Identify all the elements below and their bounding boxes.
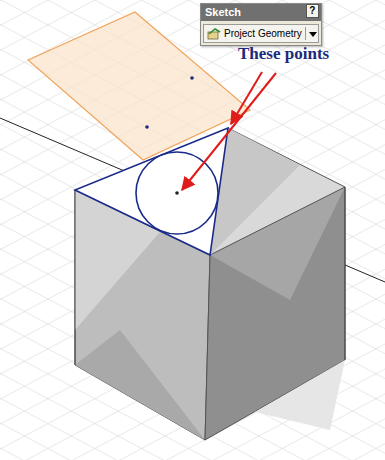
toolbar-panel: SketchProject Geometry bbox=[200, 3, 322, 46]
callout-text: These points bbox=[238, 44, 329, 64]
toolbar-title: Sketch bbox=[201, 4, 321, 21]
dropdown-arrow bbox=[309, 32, 317, 38]
help-icon: ? bbox=[306, 4, 319, 18]
toolbar-button: Project Geometry bbox=[203, 24, 319, 43]
sketch-triangle bbox=[75, 128, 228, 255]
cube-top-face bbox=[210, 128, 345, 255]
cube-cut bbox=[255, 360, 345, 430]
center-point bbox=[175, 191, 179, 195]
cube-cut bbox=[75, 330, 205, 440]
cube-edge bbox=[345, 187, 346, 360]
cube-edge bbox=[75, 190, 76, 365]
project-icon bbox=[207, 28, 221, 40]
leader-arrow bbox=[231, 72, 262, 124]
button-label: Project Geometry bbox=[224, 27, 302, 40]
separator bbox=[305, 27, 306, 40]
sketch-point bbox=[145, 125, 149, 129]
sketch-circle bbox=[136, 152, 218, 234]
leader-arrow bbox=[182, 73, 276, 190]
sketch-point bbox=[190, 76, 194, 80]
